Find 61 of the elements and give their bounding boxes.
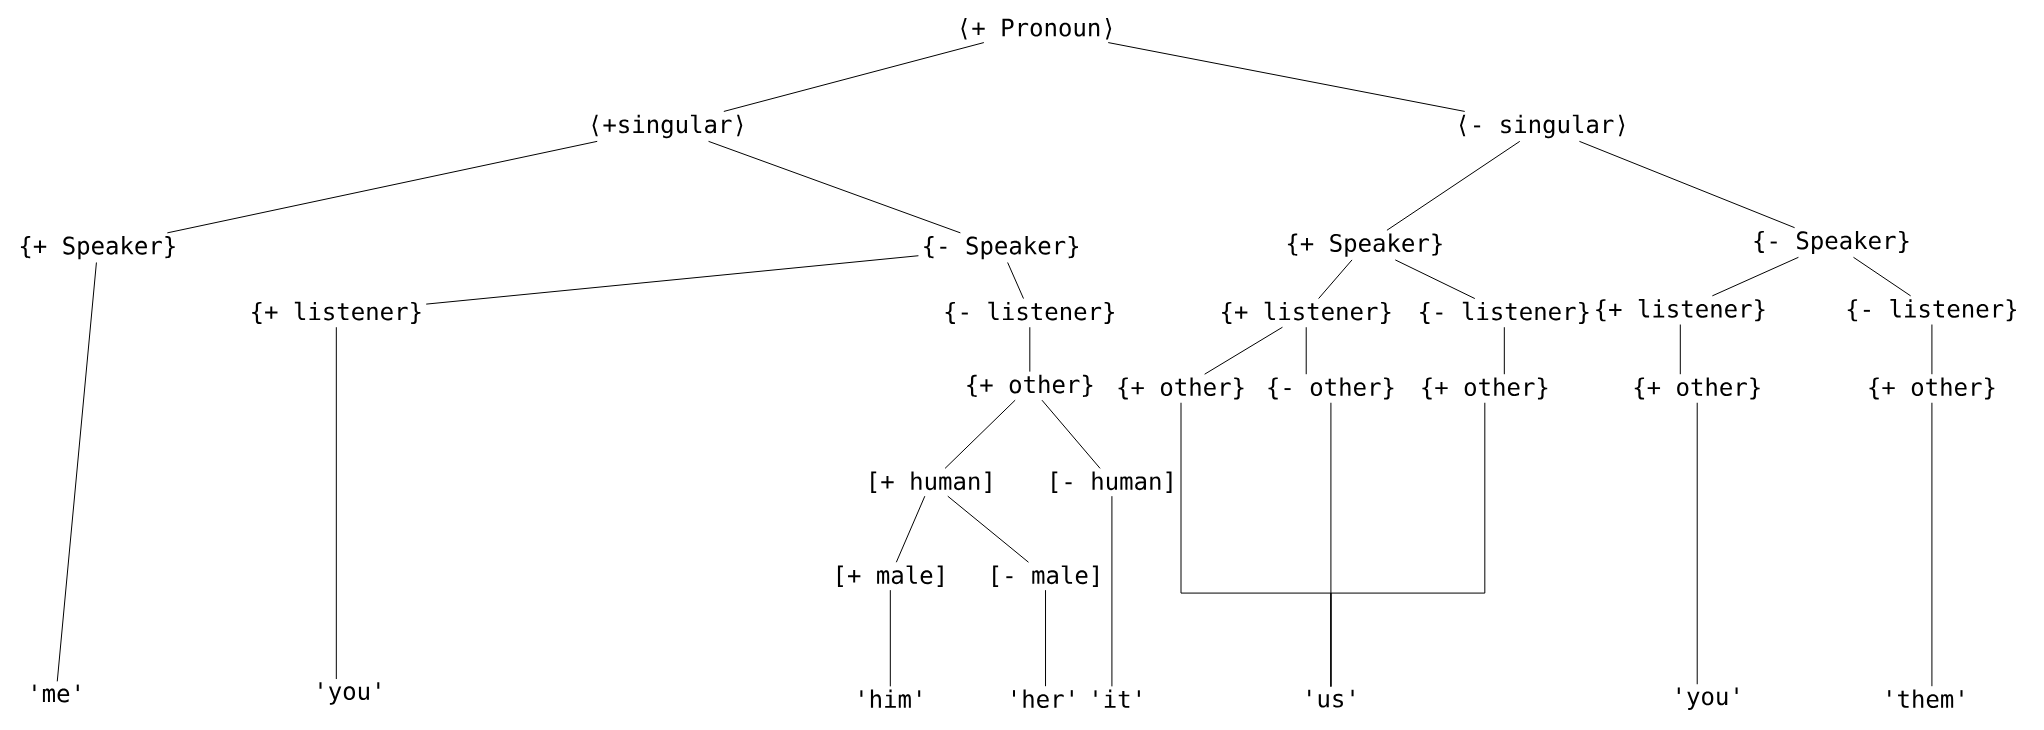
tree-line [723,42,985,112]
word-label: 'us' [1308,689,1354,708]
tree-line [1853,256,1912,297]
feature-label: {- Speaker} [924,236,1078,260]
feature-label: {+ Speaker} [20,236,175,260]
word-label: 'her' [1012,689,1073,708]
feature-label: {- listener} [1420,301,1589,325]
word-label: 'me' [33,684,79,703]
tree-line [1041,399,1101,469]
feature-label: ⟨+singular⟩ [592,114,743,139]
word-label: 'you' [1677,687,1738,710]
tree-line [1696,402,1698,685]
tree-line [1503,326,1505,375]
feature-label: [+ male] [837,565,943,587]
tree-line [1111,495,1113,687]
feature-label: {- other} [1268,377,1394,400]
tree-line [1007,262,1024,300]
tree-line [1931,324,1933,375]
feature-label: {- listener} [1847,299,2016,322]
feature-label: [+ human] [871,471,991,493]
feature-label: {+ other} [1118,377,1244,400]
tree-line [1578,140,1796,229]
feature-label: [- male] [993,565,1098,587]
tree-line [1931,402,1933,687]
tree-line [1318,259,1353,300]
feature-label: {+ other} [1634,377,1760,400]
tree-line [1204,326,1283,375]
word-label: 'him' [860,689,921,708]
feature-label: {+ Speaker} [1287,233,1442,257]
feature-label: {+ other} [967,374,1093,397]
feature-label: ⟨- singular⟩ [1460,114,1625,139]
tree-line [1107,42,1466,112]
word-label: 'you' [319,682,380,705]
tree-line [425,255,919,305]
feature-label: {- listener} [945,301,1114,325]
word-label: 'it' [1094,689,1140,708]
feature-label: {- Speaker} [1754,230,1909,255]
feature-label: {+ listener} [252,301,421,325]
tree-line [1711,256,1799,297]
tree-line [947,495,1029,563]
tree-line [1386,140,1521,231]
tree-line [1029,326,1031,373]
tree-line [1045,589,1046,687]
tree-line [1394,259,1476,300]
tree-line [889,589,891,687]
feature-label: {+ listener} [1596,299,1765,322]
tree-line [1305,326,1307,375]
feature-label: {+ listener} [1222,301,1391,325]
tree-line [708,140,961,234]
tree-line [895,495,926,563]
word-label: 'them' [1888,689,1963,708]
feature-label: {+ other} [1869,377,1995,400]
tree-line [1330,402,1486,688]
tree-line [944,399,1016,469]
tree-line [56,262,97,682]
feature-label: {+ other} [1422,377,1548,400]
tree-line [1679,324,1681,375]
tree-line [335,326,337,680]
tree-line [166,140,598,234]
feature-label: ⟨+ Pronoun⟩ [961,18,1112,40]
feature-label: [- human] [1052,471,1172,493]
